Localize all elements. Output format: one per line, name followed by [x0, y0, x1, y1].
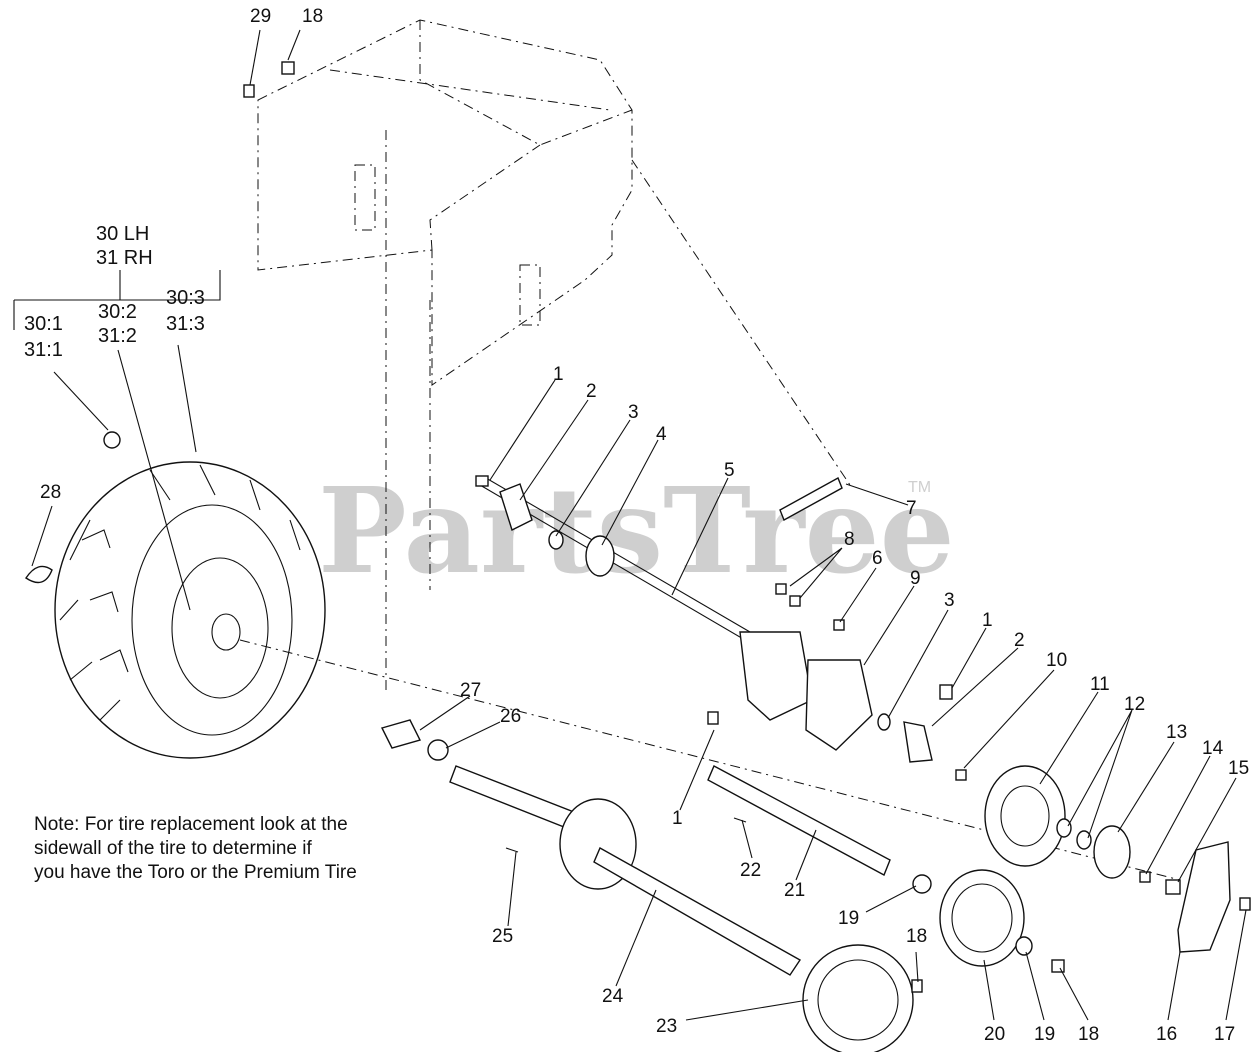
callout-19: 19 — [838, 908, 859, 929]
callout-29: 29 — [250, 6, 271, 27]
watermark: PartsTree TM — [318, 461, 955, 600]
callout-18: 18 — [302, 6, 323, 27]
callout-14: 14 — [1202, 738, 1224, 759]
tire-group-col1-a: 30:1 — [24, 313, 63, 335]
callout-17: 17 — [1214, 1024, 1235, 1045]
callout-7: 7 — [906, 498, 917, 519]
lower-axle-assembly — [243, 61, 1251, 1052]
tire-group-labels: 30 LH 31 RH 30:1 31:1 30:2 31:2 30:3 31:… — [24, 223, 205, 361]
callout-18c: 18 — [1078, 1024, 1099, 1045]
callout-15: 15 — [1228, 758, 1249, 779]
callout-9: 9 — [910, 568, 921, 589]
callout-1b: 1 — [982, 610, 993, 631]
tire-group-col2-a: 30:2 — [98, 301, 137, 323]
callout-2b: 2 — [1014, 630, 1025, 651]
watermark-brand: PartsTree — [318, 461, 955, 600]
tire-note-line-2: sidewall of the tire to determine if — [34, 838, 312, 859]
callout-22: 22 — [740, 860, 761, 881]
callout-13: 13 — [1166, 722, 1187, 743]
tire-note-line-1: Note: For tire replacement look at the — [34, 814, 348, 835]
tire-group-col3-b: 31:3 — [166, 313, 205, 335]
callout-10: 10 — [1046, 650, 1067, 671]
tire-group-lh: 30 LH — [96, 223, 149, 245]
callout-8: 8 — [844, 529, 855, 550]
callout-6: 6 — [872, 548, 883, 569]
watermark-tm: TM — [908, 479, 931, 496]
tire-group-col2-b: 31:2 — [98, 325, 137, 347]
callout-27: 27 — [460, 680, 481, 701]
callout-26: 26 — [500, 706, 521, 727]
callout-numbers: 29 18 28 1 2 3 4 5 7 8 6 9 3 1 2 10 11 1… — [40, 6, 1249, 1045]
callout-28: 28 — [40, 482, 61, 503]
callout-24: 24 — [602, 986, 624, 1007]
tire-group-col1-b: 31:1 — [24, 339, 63, 361]
upper-shaft-assembly — [475, 475, 953, 763]
tire-note-line-3: you have the Toro or the Premium Tire — [34, 862, 357, 883]
callout-16: 16 — [1156, 1024, 1177, 1045]
tire-group-rh: 31 RH — [96, 247, 153, 269]
callout-18b: 18 — [906, 926, 927, 947]
frame-housing — [257, 19, 851, 690]
callout-25: 25 — [492, 926, 513, 947]
callout-5: 5 — [724, 460, 735, 481]
callout-11: 11 — [1090, 674, 1110, 695]
callout-4: 4 — [656, 424, 667, 445]
callout-23: 23 — [656, 1016, 677, 1037]
callout-20: 20 — [984, 1024, 1005, 1045]
callout-1c: 1 — [672, 808, 683, 829]
tire-group-col3-a: 30:3 — [166, 287, 205, 309]
callout-1: 1 — [553, 364, 564, 385]
callout-3: 3 — [628, 402, 639, 423]
callout-3b: 3 — [944, 590, 955, 611]
callout-19b: 19 — [1034, 1024, 1055, 1045]
leader-lines — [13, 29, 1247, 1021]
callout-21: 21 — [784, 880, 805, 901]
tire-note: Note: For tire replacement look at the s… — [34, 813, 454, 885]
callout-12: 12 — [1124, 694, 1145, 715]
callout-2: 2 — [586, 381, 597, 402]
